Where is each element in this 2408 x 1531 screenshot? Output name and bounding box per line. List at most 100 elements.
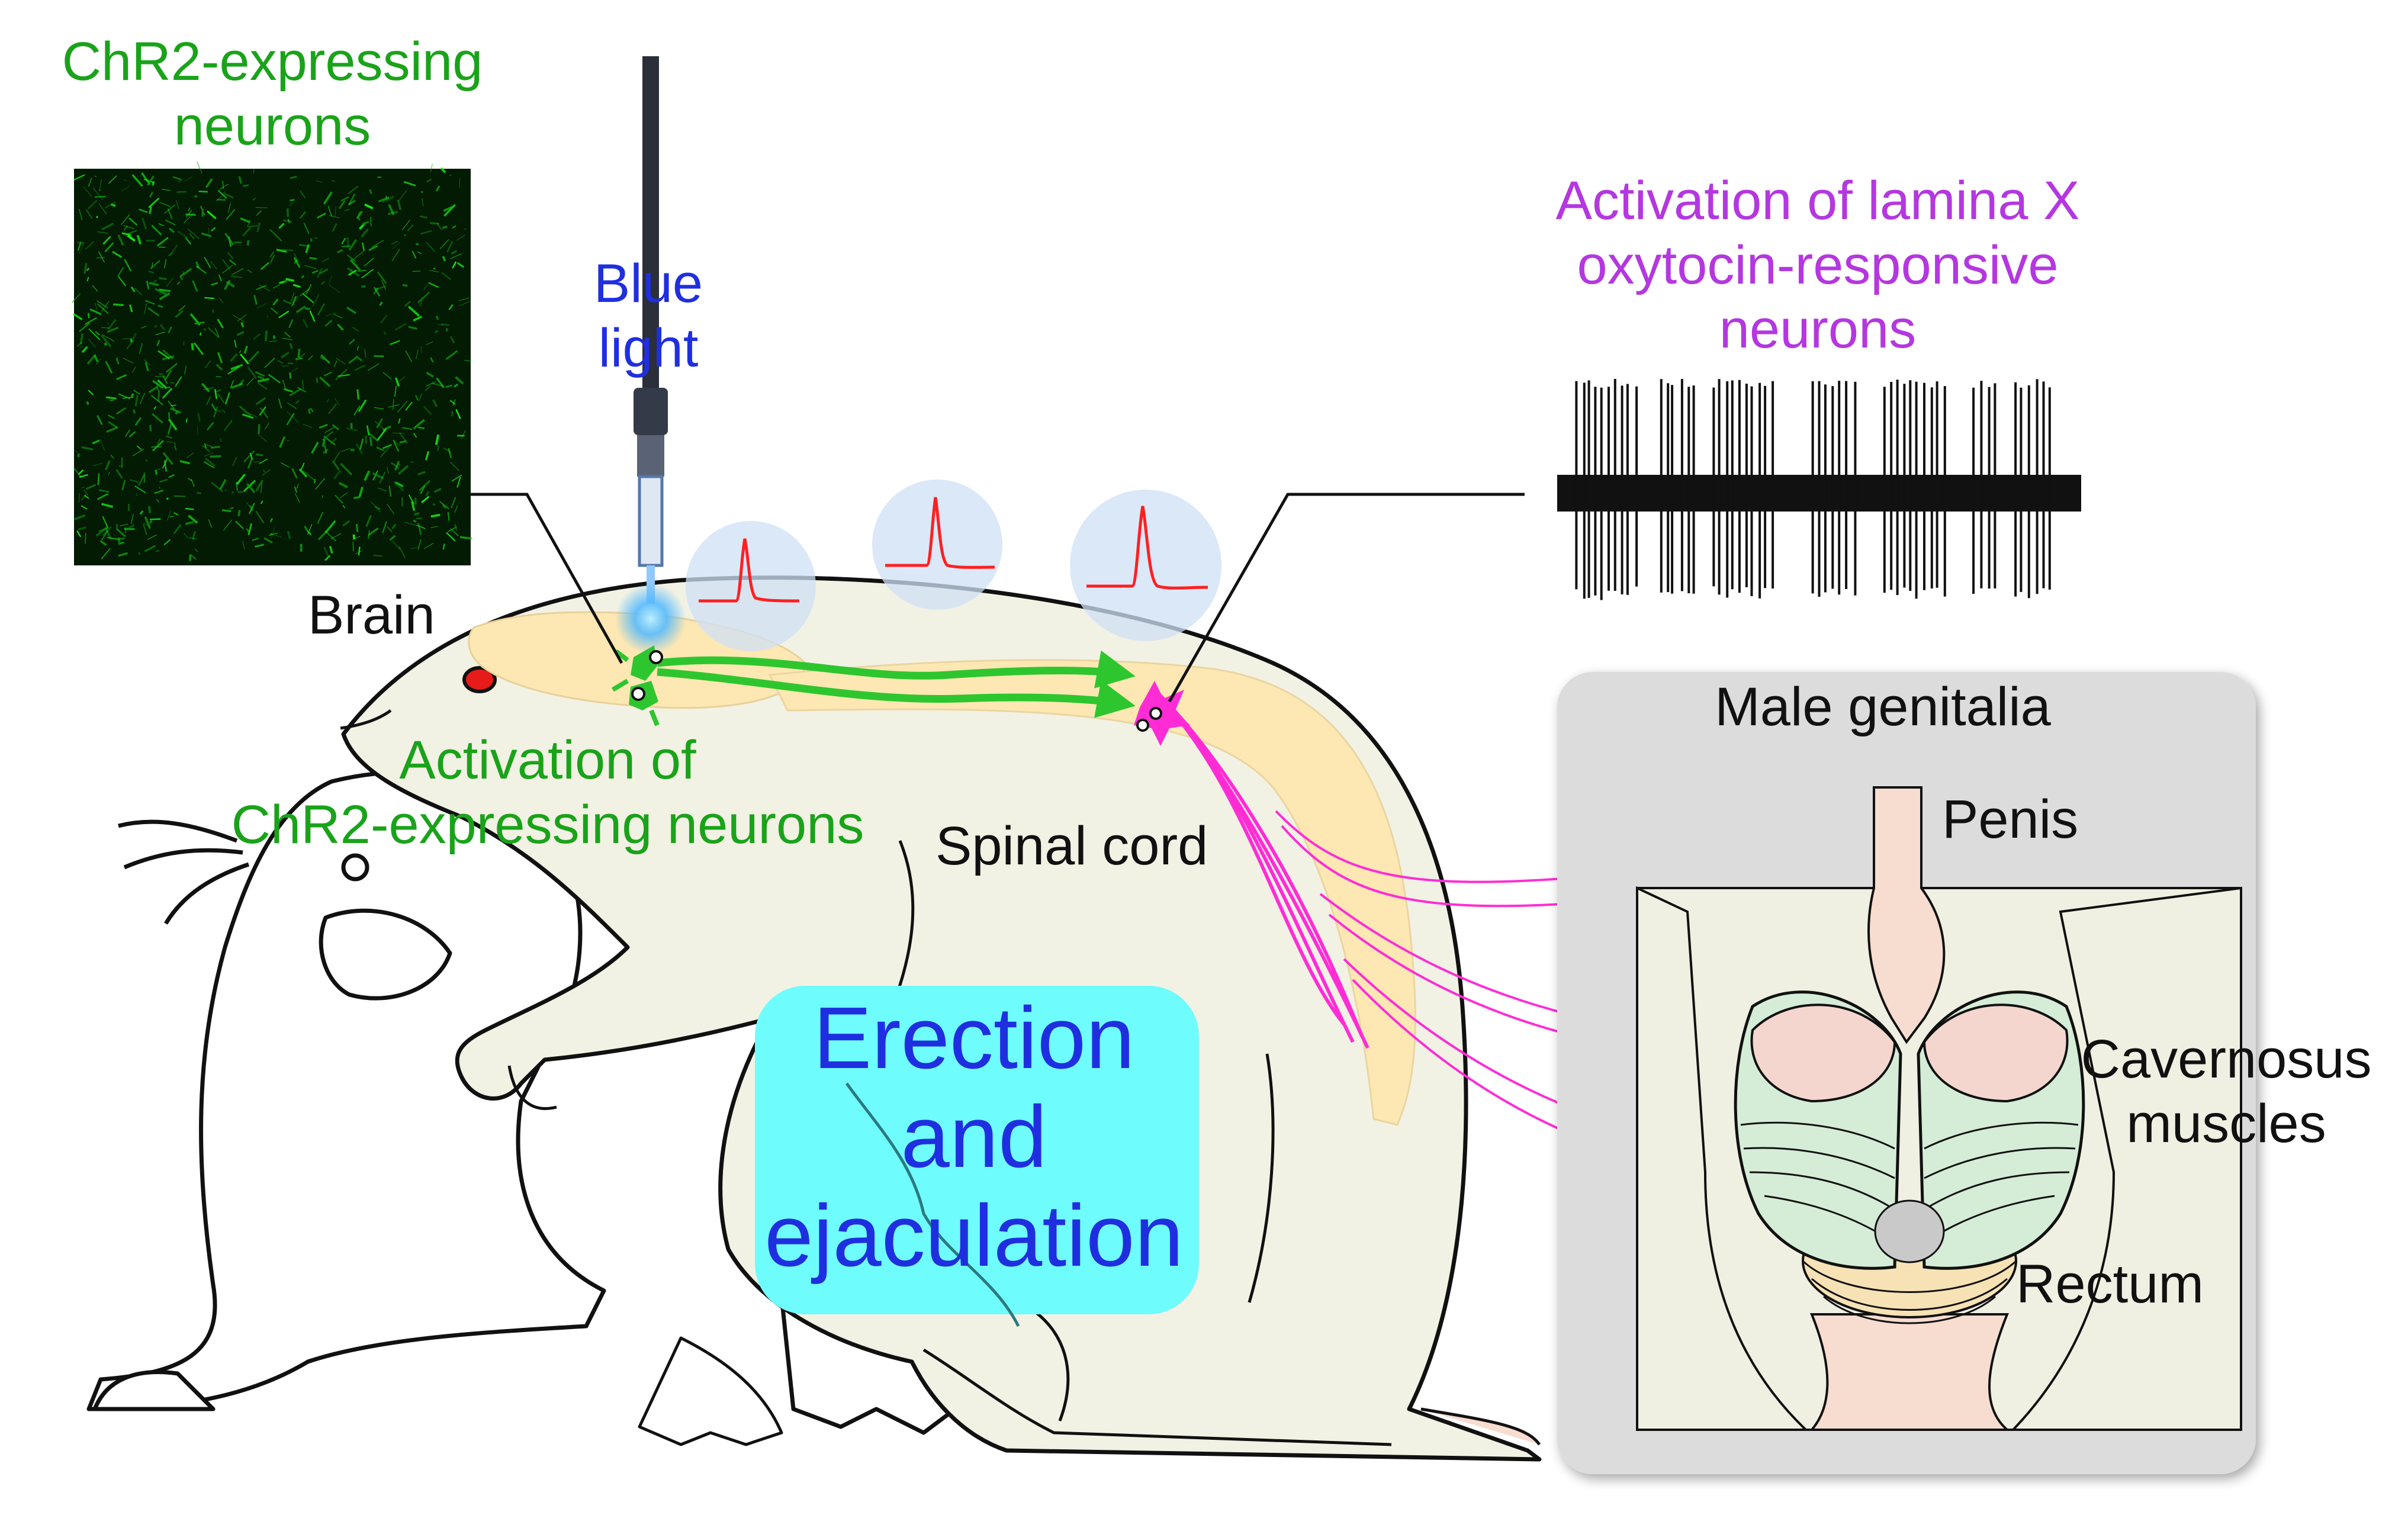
lamina-x-title: Activation of lamina X oxytocin-responsi… (1457, 169, 2179, 362)
micrograph-fiber (149, 506, 150, 513)
micrograph-fiber (146, 240, 155, 241)
chr2-title-line-1: ChR2-expressing (36, 30, 509, 94)
micrograph-fiber (238, 492, 243, 493)
micrograph-fiber (315, 238, 318, 239)
micrograph-fiber (185, 509, 194, 510)
micrograph-fiber (314, 479, 315, 483)
micrograph-fiber (202, 209, 203, 217)
micrograph-fiber (159, 278, 166, 279)
micrograph-fiber (356, 524, 358, 532)
brain-label: Brain (308, 583, 435, 648)
cavernosus-line-1: Cavernosus (2049, 1027, 2404, 1092)
blue-light-line-1: Blue (545, 252, 752, 316)
micrograph-fiber (166, 498, 168, 499)
micrograph-fiber (230, 508, 234, 509)
micrograph-fiber (87, 401, 88, 404)
micrograph-fiber (465, 229, 466, 230)
micrograph-fiber (413, 520, 416, 522)
micrograph-fiber (436, 316, 438, 320)
micrograph-fiber (242, 414, 244, 415)
micrograph-fiber (295, 358, 303, 359)
micrograph-fiber (155, 376, 165, 377)
penis-label: Penis (1942, 787, 2078, 852)
outcome-line-3: ejaculation (755, 1186, 1193, 1285)
chr2-activation-label: Activation of ChR2-expressing neurons (178, 728, 918, 857)
micrograph-fiber (156, 470, 157, 475)
micrograph-fiber (242, 323, 243, 327)
micrograph-fiber (120, 542, 124, 543)
electrophysiology-trace (1557, 379, 2081, 600)
micrograph-fiber (99, 189, 100, 191)
micrograph-fiber (243, 185, 249, 186)
spike-bubble-1 (686, 521, 816, 651)
micrograph-fiber (210, 456, 221, 457)
micrograph-fiber (113, 304, 124, 305)
micrograph-fiber (431, 515, 441, 516)
micrograph-fiber (155, 326, 157, 328)
micrograph-fiber (358, 390, 359, 400)
micrograph-fiber (199, 191, 208, 192)
micrograph-fiber (441, 324, 450, 326)
spike-bubble-2 (872, 480, 1002, 610)
outcome-line-1: Erection (755, 989, 1193, 1088)
micrograph-fiber (371, 437, 372, 446)
blue-light-line-2: light (545, 316, 752, 381)
micrograph-fiber (413, 271, 421, 272)
micrograph-fiber (194, 196, 197, 197)
cavernosus-line-2: muscles (2049, 1092, 2404, 1156)
outcome-label: Erection and ejaculation (755, 989, 1193, 1286)
micrograph-fiber (290, 372, 291, 378)
rectum-label: Rectum (2016, 1252, 2253, 1317)
micrograph-fiber (351, 423, 352, 429)
micrograph-fiber (78, 242, 85, 243)
micrograph-fiber (416, 244, 419, 245)
micrograph-fiber (150, 519, 160, 520)
activation-line-2: ChR2-expressing neurons (178, 793, 918, 857)
micrograph-fiber (211, 447, 220, 448)
spike-bubble-3 (1070, 490, 1221, 641)
micrograph-fiber (288, 363, 293, 364)
micrograph-fiber (85, 533, 86, 544)
micrograph-fiber (119, 539, 120, 545)
chr2-micrograph (72, 162, 472, 565)
male-genitalia-title: Male genitalia (1551, 675, 2214, 739)
micrograph-fiber (414, 513, 419, 514)
micrograph-fiber (150, 425, 151, 432)
chr2-title-line-2: neurons (36, 94, 509, 159)
micrograph-fiber (256, 455, 263, 456)
blue-light-label: Blue light (545, 252, 752, 380)
micrograph-fiber (173, 496, 185, 497)
micrograph-fiber (150, 521, 152, 523)
chr2-micrograph-title: ChR2-expressing neurons (36, 30, 509, 158)
micrograph-fiber (323, 439, 325, 447)
micrograph-fiber (434, 268, 435, 269)
lamina-title-line-1: Activation of lamina X (1457, 169, 2179, 233)
micrograph-fiber (421, 346, 422, 353)
micrograph-fiber (150, 207, 151, 214)
micrograph-fiber (222, 510, 232, 512)
lamina-title-line-3: neurons (1457, 297, 2179, 362)
micrograph-fiber (298, 349, 299, 358)
micrograph-fiber (88, 313, 89, 319)
outcome-line-2: and (755, 1088, 1193, 1186)
micrograph-fiber (95, 176, 97, 177)
micrograph-fiber (248, 240, 249, 246)
micrograph-fiber (192, 343, 193, 350)
lamina-title-line-2: oxytocin-responsive (1457, 233, 2179, 298)
micrograph-fiber (213, 310, 214, 313)
micrograph-fiber (200, 333, 201, 336)
micrograph-fiber (209, 228, 210, 239)
micrograph-fiber (98, 474, 99, 485)
micrograph-fiber (204, 329, 205, 330)
micrograph-fiber (239, 510, 240, 516)
micrograph-fiber (430, 223, 439, 224)
micrograph-fiber (353, 497, 360, 498)
micrograph-fiber (79, 347, 83, 348)
spinal-cord-label: Spinal cord (935, 814, 1208, 879)
cavernosus-muscles-label: Cavernosus muscles (2049, 1027, 2404, 1156)
micrograph-fiber (309, 409, 310, 414)
micrograph-fiber (146, 459, 147, 461)
rectum-shape (1812, 1314, 2007, 1430)
micrograph-fiber (384, 332, 385, 335)
